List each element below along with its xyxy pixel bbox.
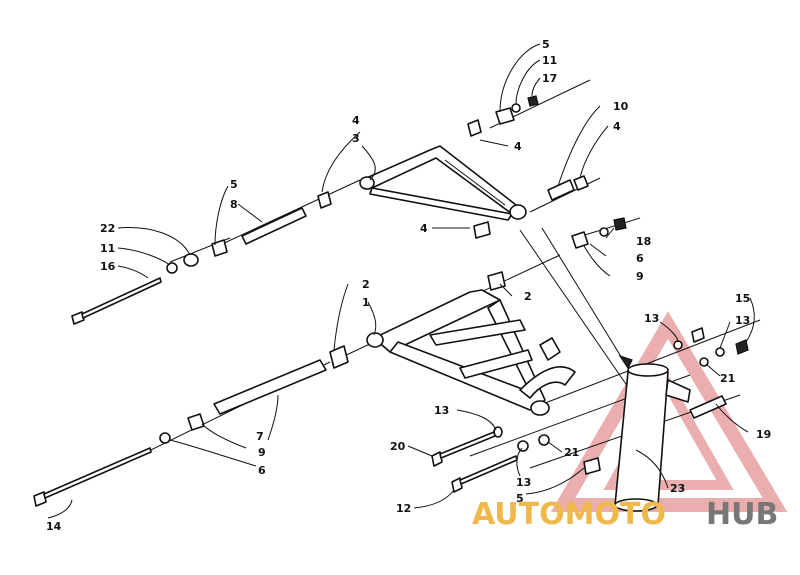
callout-12: 12	[396, 502, 411, 515]
callout-2-left: 2	[362, 278, 370, 291]
callout-20: 20	[390, 440, 406, 453]
callout-15: 15	[735, 292, 750, 305]
callout-7: 7	[256, 430, 264, 443]
callout-1: 1	[362, 296, 370, 309]
callout-16: 16	[100, 260, 116, 273]
callout-21-right: 21	[720, 372, 735, 385]
callout-5-left: 5	[230, 178, 238, 191]
callout-labels: 5 11 17 10 4 4 3 4 4 5 8 22 11 16 18 6 9…	[46, 38, 771, 533]
upper-a-arm	[359, 145, 527, 221]
callout-9-left: 9	[258, 446, 266, 459]
callout-11-top: 11	[542, 54, 557, 67]
callout-5-low: 5	[516, 492, 524, 505]
callout-22: 22	[100, 222, 115, 235]
callout-3: 3	[352, 132, 360, 145]
callout-10: 10	[613, 100, 629, 113]
callout-5-top: 5	[542, 38, 550, 51]
callout-18: 18	[636, 235, 651, 248]
callout-4-mid: 4	[514, 140, 522, 153]
watermark-text: AUTOMOTO HUB	[472, 497, 778, 532]
callout-4-upper: 4	[352, 114, 360, 127]
callout-6-right: 6	[636, 252, 644, 265]
shock-absorber	[614, 363, 691, 512]
callout-6-left: 6	[258, 464, 266, 477]
callout-11-left: 11	[100, 242, 115, 255]
callout-13-a: 13	[644, 312, 659, 325]
lower-a-arm	[366, 289, 576, 416]
watermark-part1: AUTOMOTO	[472, 497, 666, 532]
callout-21-low: 21	[564, 446, 579, 459]
callout-17: 17	[542, 72, 557, 85]
callout-14: 14	[46, 520, 62, 533]
callout-2-right: 2	[524, 290, 532, 303]
leader-lines	[47, 43, 755, 519]
callout-9-right: 9	[636, 270, 644, 283]
callout-13-d: 13	[516, 476, 531, 489]
watermark-triangle-outer	[550, 311, 788, 512]
callout-8: 8	[230, 198, 238, 211]
callout-13-b: 13	[735, 314, 750, 327]
callout-4-right: 4	[613, 120, 621, 133]
callout-23: 23	[670, 482, 685, 495]
callout-13-c: 13	[434, 404, 449, 417]
bushings	[159, 95, 749, 475]
callout-4-low: 4	[420, 222, 428, 235]
watermark-part2: HUB	[706, 497, 778, 532]
callout-19: 19	[756, 428, 771, 441]
